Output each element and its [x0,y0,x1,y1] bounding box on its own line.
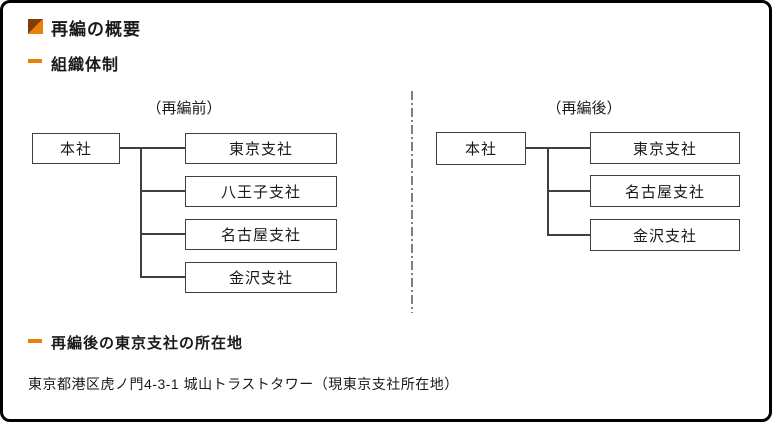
connector-line [547,234,590,236]
connector-line [140,190,185,192]
connector-line [140,147,142,278]
dash-bullet-icon [28,59,42,63]
address-text: 東京都港区虎ノ門4-3-1 城山トラストタワー（現東京支社所在地） [28,376,459,392]
org-node-after-child: 東京支社 [590,132,740,164]
connector-line [526,147,590,149]
org-node-before-child: 八王子支社 [185,176,337,207]
page-title: 再編の概要 [51,20,141,39]
connector-line [547,190,590,192]
org-node-after-root: 本社 [436,132,526,165]
chart-divider-line [411,91,413,313]
two-tone-square-bullet-icon [28,19,43,34]
section-title-organization: 組織体制 [51,57,120,74]
org-node-before-child: 金沢支社 [185,262,337,293]
connector-line [140,233,185,235]
chart-label-after: （再編後） [546,100,622,117]
section-title-location: 再編後の東京支社の所在地 [51,335,244,352]
chart-label-before: （再編前） [146,100,222,117]
org-node-after-child: 名古屋支社 [590,175,740,207]
connector-line [140,276,185,278]
org-node-before-root: 本社 [32,133,120,164]
org-node-before-child: 名古屋支社 [185,219,337,250]
dash-bullet-icon [28,339,42,343]
connector-line [120,147,185,149]
org-node-after-child: 金沢支社 [590,219,740,251]
org-node-before-child: 東京支社 [185,133,337,164]
